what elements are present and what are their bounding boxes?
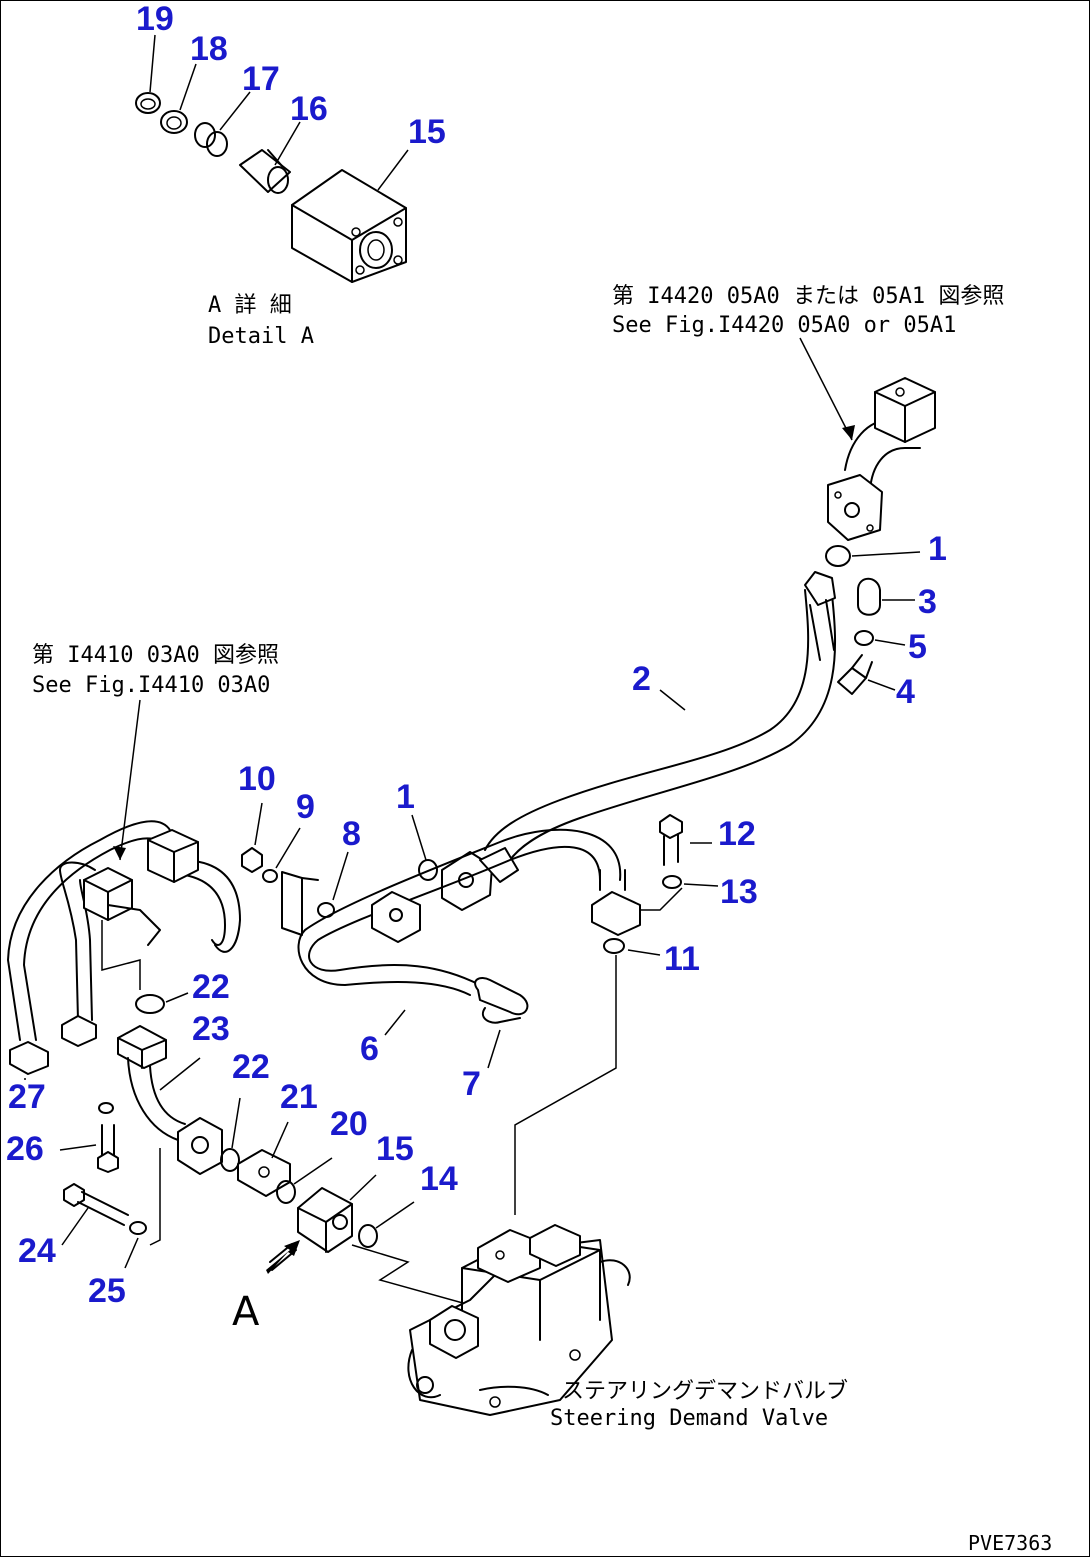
part-15-block-detail [291, 169, 407, 283]
steering-demand-valve [407, 1224, 631, 1416]
part-15-block-assembly [297, 1187, 353, 1253]
part-11-o-ring [603, 938, 625, 954]
part-2-hose [441, 571, 837, 911]
part-25-washer [129, 1221, 147, 1235]
part-number-24: 24 [18, 1232, 56, 1270]
part-number-17: 17 [242, 60, 280, 98]
detail-a-group [135, 34, 409, 283]
tube-6-block [371, 891, 421, 943]
detail-title-en: Detail A [208, 324, 314, 349]
part-7-clamp [474, 977, 529, 1016]
part-number-23: 23 [192, 1010, 230, 1048]
part-number-20: 20 [330, 1105, 368, 1143]
upper-flange-plate [827, 474, 883, 541]
part-number-26: 26 [6, 1130, 44, 1168]
part-10-nut [241, 847, 263, 873]
ref-top-right-jp: 第 I4420 05A0 または 05A1 図参照 [612, 284, 1004, 309]
left-pipe-group [7, 699, 241, 1080]
valve-label-en: Steering Demand Valve [550, 1406, 828, 1431]
part-number-22-upper: 22 [192, 968, 230, 1006]
part-number-1-upper: 1 [928, 530, 947, 568]
part-26-bolt [97, 1151, 119, 1173]
part-number-6: 6 [360, 1030, 379, 1068]
part-22-o-ring-upper [135, 994, 165, 1014]
view-marker-label: A [232, 1289, 260, 1335]
detail-title-jp: A 詳 細 [208, 293, 292, 318]
part-16-plug [239, 149, 291, 193]
part-number-16: 16 [290, 90, 328, 128]
part-12-bolt [659, 814, 683, 839]
part-number-4: 4 [896, 673, 915, 711]
part-9-washer [262, 869, 278, 883]
ref-top-right-en: See Fig.I4420 05A0 or 05A1 [612, 313, 956, 338]
part-number-12: 12 [718, 815, 756, 853]
part-number-7: 7 [462, 1065, 481, 1103]
part-number-11: 11 [664, 940, 700, 978]
part-4-bolt [837, 667, 867, 695]
part-26-washer [98, 1102, 114, 1114]
part-3-split-flange [857, 577, 881, 616]
left-pipe-flange-left [9, 1041, 49, 1075]
part-number-14: 14 [420, 1160, 458, 1198]
upper-pipe-group [799, 337, 936, 541]
part-number-9: 9 [296, 788, 315, 826]
part-1-o-ring-lower [418, 859, 438, 881]
part-21-plate [237, 1149, 291, 1197]
part-23-elbow [117, 1025, 223, 1175]
part-19-snap-ring [135, 92, 161, 114]
part-number-19: 19 [136, 0, 174, 38]
tube-6-flange [591, 891, 641, 936]
part-number-18: 18 [190, 30, 228, 68]
ref-left-en: See Fig.I4410 03A0 [32, 673, 270, 698]
part-number-27: 27 [8, 1078, 46, 1116]
left-pipe-flange-right [61, 1015, 97, 1047]
part-8-bracket [281, 871, 303, 936]
part-20-o-ring [276, 1180, 296, 1204]
part-number-10: 10 [238, 760, 276, 798]
part-5-washer [854, 630, 874, 646]
part-14-o-ring [358, 1224, 378, 1248]
drawing-code: PVE7363 [968, 1531, 1052, 1555]
part-number-2: 2 [632, 660, 651, 698]
part-24-bolt [63, 1183, 85, 1207]
part-number-3: 3 [918, 583, 937, 621]
ref-left-jp: 第 I4410 03A0 図参照 [32, 643, 279, 668]
part-13-washer [662, 875, 682, 889]
part-number-21: 21 [280, 1078, 318, 1116]
part-number-13: 13 [720, 873, 758, 911]
part-1-o-ring-upper [825, 545, 851, 567]
part-18-washer [160, 110, 188, 134]
part-number-8: 8 [342, 815, 361, 853]
part-number-15-detail: 15 [408, 113, 446, 151]
part-number-22-lower: 22 [232, 1048, 270, 1086]
part-17-o-ring [194, 122, 216, 148]
part-number-15-assembly: 15 [376, 1130, 414, 1168]
valve-label-jp: ステアリングデマンドバルブ [562, 1379, 848, 1404]
part-6-tube [297, 828, 641, 1036]
part-number-1-lower: 1 [396, 778, 415, 816]
part-22-o-ring-lower [220, 1148, 240, 1172]
part-number-5: 5 [908, 628, 927, 666]
hose-lower-flange [441, 851, 493, 911]
view-a-arrow [266, 1240, 300, 1274]
part-number-25: 25 [88, 1272, 126, 1310]
